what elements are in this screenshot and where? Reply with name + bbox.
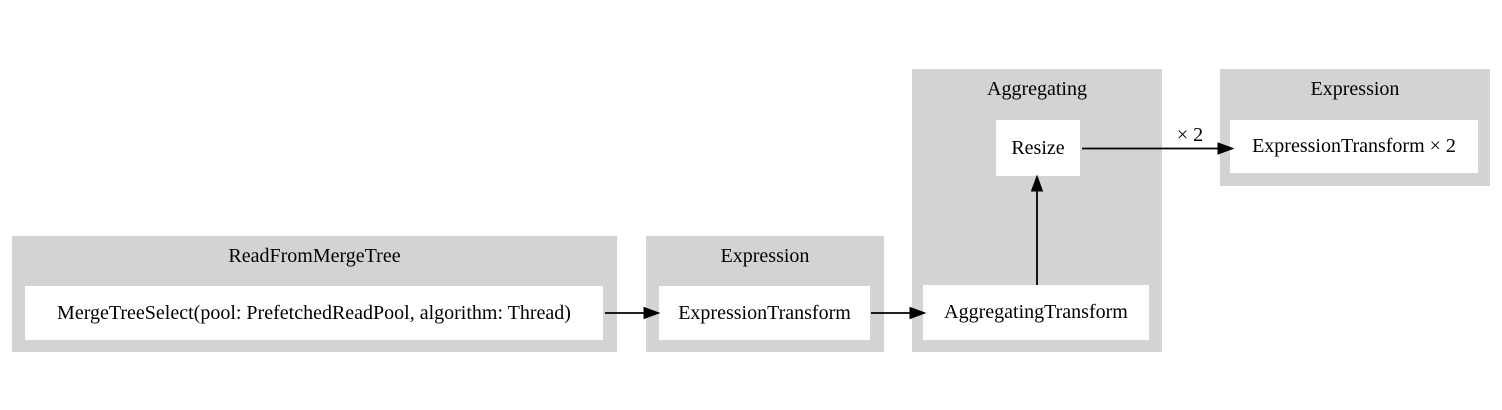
cluster-expression-2: Expression ExpressionTransform × 2 [1220, 69, 1490, 186]
cluster-expression-1-title: Expression [720, 245, 810, 267]
node-resize: Resize [996, 120, 1080, 176]
cluster-expression-2-title: Expression [1310, 78, 1400, 100]
cluster-aggregating-title: Aggregating [987, 78, 1087, 100]
cluster-readfrommergetree: ReadFromMergeTree MergeTreeSelect(pool: … [12, 236, 617, 352]
cluster-expression-1: Expression ExpressionTransform [646, 236, 884, 352]
node-expressiontransform-x2: ExpressionTransform × 2 [1230, 120, 1478, 173]
cluster-aggregating: Aggregating Resize AggregatingTransform [912, 69, 1162, 352]
edge-multiplicity-label: × 2 [1177, 124, 1203, 146]
node-aggregatingtransform: AggregatingTransform [923, 285, 1149, 340]
cluster-readfrommergetree-title: ReadFromMergeTree [228, 245, 401, 267]
node-mergetreeselect: MergeTreeSelect(pool: PrefetchedReadPool… [25, 286, 603, 340]
node-expressiontransform: ExpressionTransform [659, 286, 870, 340]
